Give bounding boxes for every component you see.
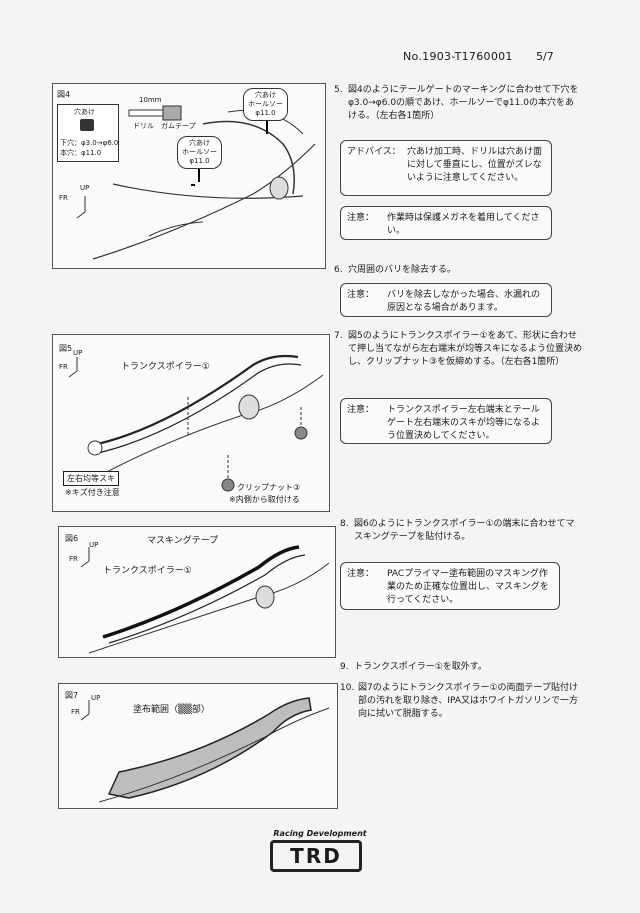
step-number: 9. bbox=[340, 662, 349, 672]
caution-label: 注意： bbox=[347, 405, 375, 415]
caution-label: 注意： bbox=[347, 569, 375, 579]
step-number: 8. bbox=[340, 519, 349, 529]
caution-text: PACプライマー塗布範囲のマスキング作業のため正確な位置出し、マスキングを行って… bbox=[387, 569, 549, 605]
figure-5: 図5 UP FR トランクスポイラー① 左右均等スキ ※キズ付き注意 クリップナ… bbox=[52, 334, 330, 512]
clip-nut-label: クリップナット③ bbox=[237, 483, 301, 492]
figure-7-label: 図7 bbox=[65, 691, 79, 700]
up-direction-label: UP bbox=[73, 349, 83, 357]
caution-text: バリを除去しなかった場合、水漏れの原因となる場合があります。 bbox=[387, 290, 541, 313]
figure-6: 図6 UP FR マスキングテープ トランクスポイラー① bbox=[58, 526, 336, 658]
fr-direction-label: FR bbox=[69, 555, 78, 563]
step-text: 図7のようにトランクスポイラー①の両面テープ貼付け部の汚れを取り除き、IPA又は… bbox=[358, 683, 579, 719]
fr-direction-label: FR bbox=[71, 708, 80, 716]
trd-logo: TRD bbox=[270, 840, 362, 872]
scratch-caution: ※キズ付き注意 bbox=[65, 488, 120, 497]
caution-note-glasses: 注意： 作業時は保護メガネを着用してください。 bbox=[340, 206, 552, 240]
step-number: 5. bbox=[334, 85, 343, 95]
even-gap-label: 左右均等スキ bbox=[63, 471, 119, 486]
step-text: 図6のようにトランクスポイラー①の端末に合わせてマスキングテープを貼付ける。 bbox=[354, 519, 575, 542]
brand-tagline: Racing Development bbox=[273, 829, 367, 838]
figure-5-drawing bbox=[68, 354, 324, 492]
up-direction-label: UP bbox=[91, 694, 101, 702]
up-direction-label: UP bbox=[89, 541, 99, 549]
step-text: 図4のようにテールゲートのマーキングに合わせて下穴をφ3.0→φ6.0の順であけ… bbox=[348, 85, 579, 121]
caution-text: 作業時は保護メガネを着用してください。 bbox=[387, 213, 540, 236]
spoiler-label: トランクスポイラー① bbox=[103, 566, 192, 576]
step-6: 6. 穴周囲のバリを除去する。 bbox=[334, 264, 582, 277]
fr-direction-label: FR bbox=[59, 363, 68, 371]
step-9: 9. トランクスポイラー①を取外す。 bbox=[340, 661, 580, 674]
advice-text: 穴あけ加工時、ドリルは穴あけ面に対して垂直にし、位置がズレないように注意してくだ… bbox=[407, 147, 543, 183]
step-5: 5. 図4のようにテールゲートのマーキングに合わせて下穴をφ3.0→φ6.0の順… bbox=[334, 84, 582, 123]
caution-label: 注意： bbox=[347, 290, 375, 300]
step-text: 穴周囲のバリを除去する。 bbox=[348, 265, 457, 275]
figure-4: 図4 穴あけ 下穴：φ3.0→φ6.0 本穴：φ11.0 10mm ドリル ガム… bbox=[52, 83, 326, 269]
page-number: 5/7 bbox=[536, 50, 554, 63]
coating-area-label: 塗布範囲（▒▒部） bbox=[133, 705, 210, 715]
drill-icon bbox=[80, 119, 94, 131]
step-number: 10. bbox=[340, 683, 355, 693]
advice-note: アドバイス： 穴あけ加工時、ドリルは穴あけ面に対して垂直にし、位置がズレないよう… bbox=[340, 140, 552, 196]
tape-label: ガムテープ bbox=[161, 122, 196, 130]
step-number: 7. bbox=[334, 331, 343, 341]
drill-label: ドリル bbox=[133, 122, 154, 130]
up-direction-label: UP bbox=[80, 184, 90, 192]
hole-inset-box: 穴あけ 下穴：φ3.0→φ6.0 本穴：φ11.0 bbox=[57, 104, 119, 162]
caution-note-burr: 注意： バリを除去しなかった場合、水漏れの原因となる場合があります。 bbox=[340, 283, 552, 317]
step-7: 7. 図5のようにトランクスポイラー①をあて、形状に合わせて押し当てながら左右端… bbox=[334, 330, 582, 369]
dimension-label: 10mm bbox=[139, 96, 162, 104]
step-10: 10. 図7のようにトランクスポイラー①の両面テープ貼付け部の汚れを取り除き、I… bbox=[340, 682, 580, 721]
step-text: 図5のようにトランクスポイラー①をあて、形状に合わせて押し当てながら左右端末が均… bbox=[348, 331, 583, 367]
caution-note-masking: 注意： PACプライマー塗布範囲のマスキング作業のため正確な位置出し、マスキング… bbox=[340, 562, 560, 610]
inset-title: 穴あけ bbox=[74, 108, 95, 116]
figure-5-label: 図5 bbox=[59, 344, 73, 353]
masking-tape-label: マスキングテープ bbox=[147, 536, 219, 546]
spoiler-label: トランクスポイラー① bbox=[121, 362, 210, 372]
step-text: トランクスポイラー①を取外す。 bbox=[354, 662, 487, 672]
holesaw-callout-right: 穴あけ ホールソー φ11.0 bbox=[243, 88, 288, 121]
step-number: 6. bbox=[334, 265, 343, 275]
main-hole-spec: 本穴：φ11.0 bbox=[60, 149, 102, 157]
caution-text: トランクスポイラー左右端末とテールゲート左右端末のスキが均等になるよう位置決めし… bbox=[387, 405, 541, 441]
holesaw-callout-center: 穴あけ ホールソー φ11.0 bbox=[177, 136, 222, 169]
figure-4-label: 図4 bbox=[57, 90, 71, 99]
step-8: 8. 図6のようにトランクスポイラー①の端末に合わせてマスキングテープを貼付ける… bbox=[340, 518, 580, 544]
figure-6-label: 図6 bbox=[65, 534, 79, 543]
advice-label: アドバイス： bbox=[347, 147, 401, 157]
figure-6-drawing bbox=[80, 545, 330, 654]
document-number: No.1903-T1760001 bbox=[403, 50, 513, 63]
caution-note-gap: 注意： トランクスポイラー左右端末とテールゲート左右端末のスキが均等になるよう位… bbox=[340, 398, 552, 444]
caution-label: 注意： bbox=[347, 213, 375, 223]
fr-direction-label: FR bbox=[59, 194, 68, 202]
figure-7-drawing bbox=[80, 697, 330, 803]
figure-7: 図7 UP FR 塗布範囲（▒▒部） bbox=[58, 683, 338, 809]
clip-nut-note: ※内側から取付ける bbox=[229, 495, 300, 504]
pilot-hole-spec: 下穴：φ3.0→φ6.0 bbox=[60, 139, 119, 147]
